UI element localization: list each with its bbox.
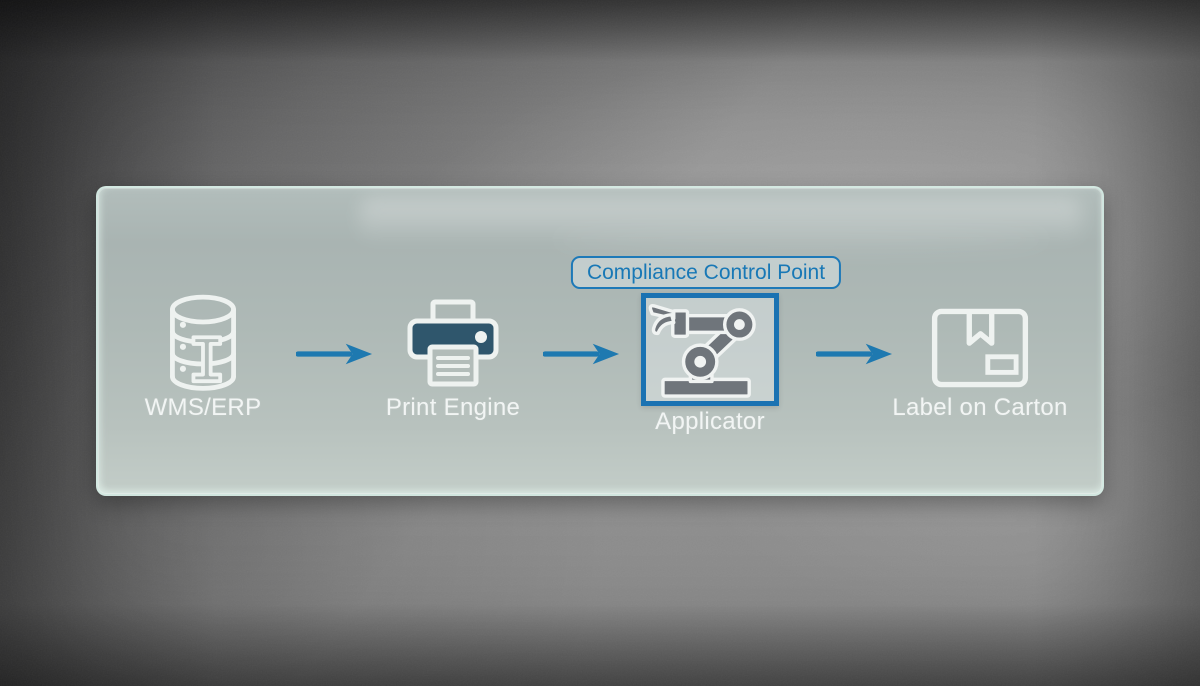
glass-panel: WMS/ERP Print Engine Compliance Control … <box>96 186 1104 496</box>
glass-reflection <box>359 198 1082 242</box>
database-icon <box>170 294 236 391</box>
printer-icon <box>407 299 499 387</box>
node-label-wms-erp: WMS/ERP <box>144 394 262 421</box>
glass-reflection-soft <box>549 228 1052 250</box>
carton-icon <box>931 308 1029 388</box>
robot-arm-icon <box>648 304 756 398</box>
flow-arrow-icon <box>816 343 893 365</box>
flow-arrow-icon <box>543 343 620 365</box>
node-label-applicator: Applicator <box>655 408 765 435</box>
compliance-control-point-badge: Compliance Control Point <box>570 256 842 289</box>
node-label-label-on-carton: Label on Carton <box>892 394 1068 421</box>
flow-arrow-icon <box>296 343 373 365</box>
node-label-print-engine: Print Engine <box>385 394 521 421</box>
